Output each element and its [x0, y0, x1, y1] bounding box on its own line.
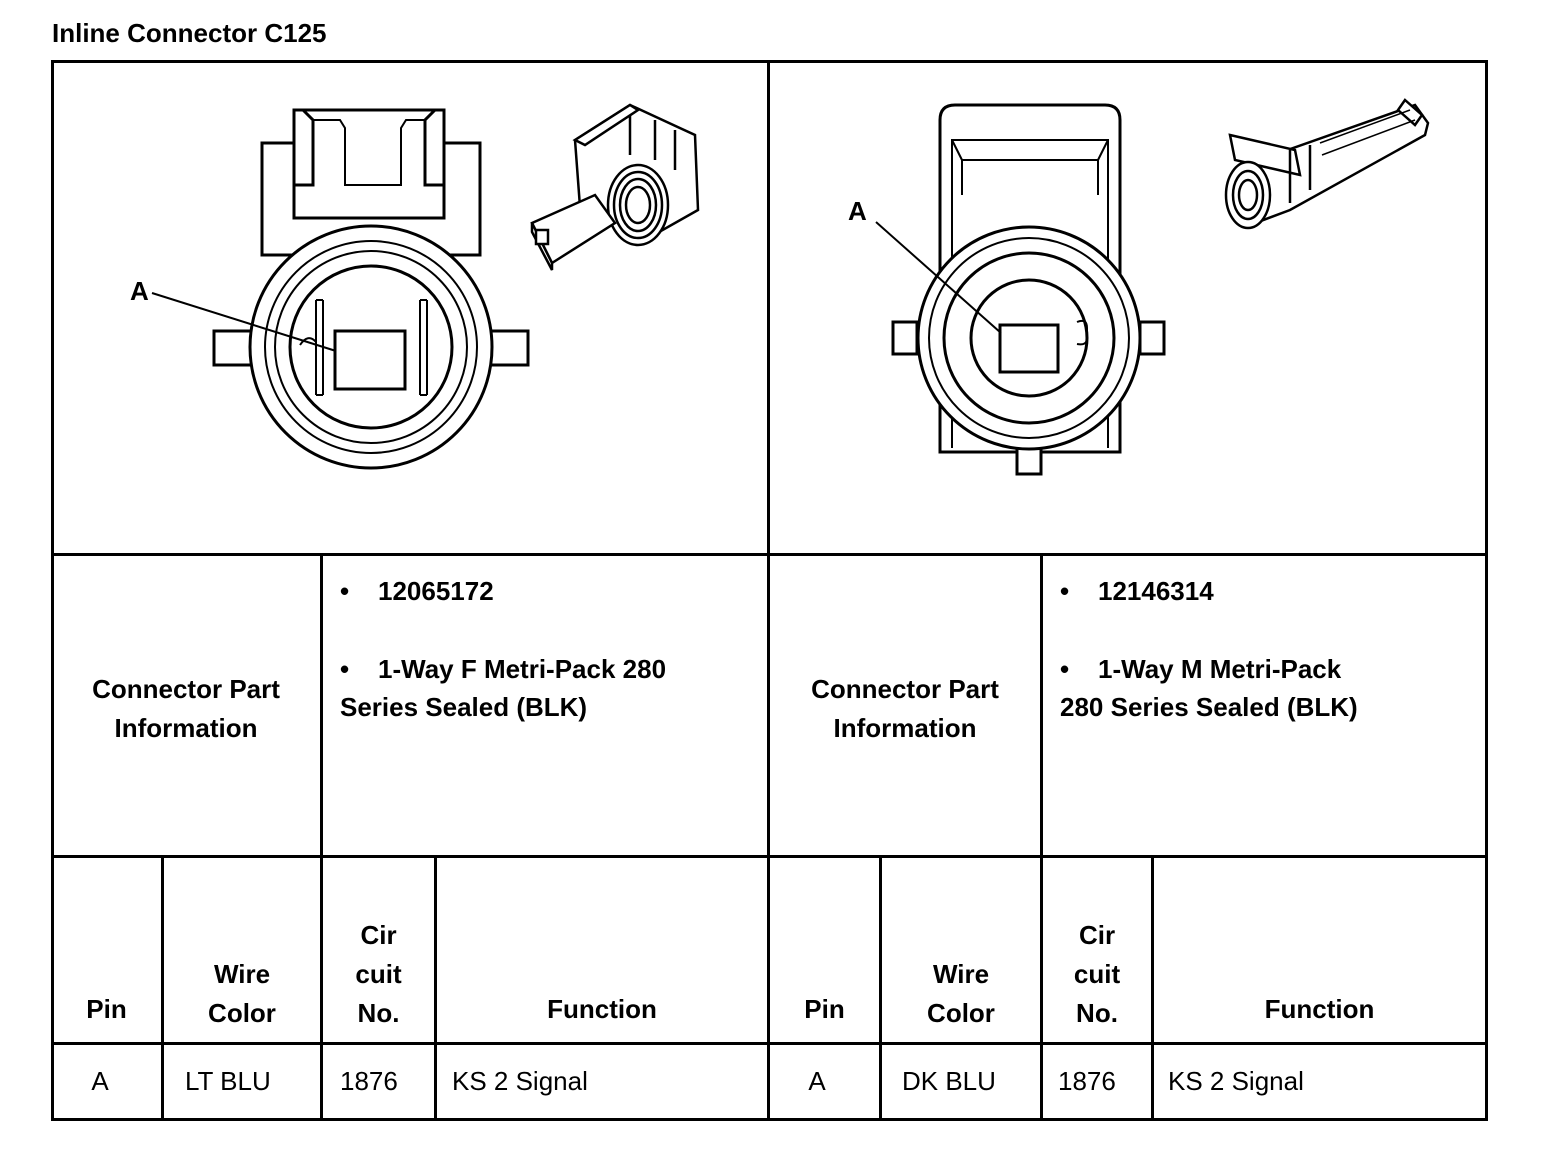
table-border-left: [51, 60, 54, 1121]
right-header-pin: Pin: [804, 994, 845, 1024]
page-title: Inline Connector C125: [52, 18, 327, 48]
left-header-circuit: Cir cuit No.: [323, 916, 434, 1033]
left-description-line2: Series Sealed (BLK): [340, 692, 588, 722]
left-header-function: Function: [547, 994, 657, 1024]
right-description-line2: 280 Series Sealed (BLK): [1060, 692, 1358, 722]
right-header-wire-color: Wire Color: [882, 955, 1040, 1033]
table-border-bottom: [52, 1118, 1488, 1121]
left-header-cir-line2: cuit: [355, 959, 402, 989]
right-col-divider-pin: [879, 855, 882, 1121]
left-info-label-line1: Connector Part: [92, 674, 280, 704]
left-part-number-item: • 12065172: [340, 572, 494, 610]
right-info-label-line2: Information: [833, 713, 977, 743]
right-header-function: Function: [1264, 994, 1375, 1024]
right-header-wire-line1: Wire: [932, 959, 990, 989]
left-row-circuit: 1876: [340, 1066, 398, 1096]
right-row-wire-color: DK BLU: [902, 1066, 996, 1096]
female-connector-face-drawing: [151, 108, 530, 470]
left-row-wire-color: LT BLU: [185, 1066, 271, 1096]
table-divider-center: [767, 60, 770, 1121]
table-divider-info: [52, 855, 1488, 858]
right-header-circuit: Cir cuit No.: [1043, 916, 1151, 1033]
left-col-divider-cir: [434, 855, 437, 1121]
left-col-divider-pin: [161, 855, 164, 1121]
right-header-cir-line3: No.: [1076, 998, 1118, 1028]
table-border-top: [52, 60, 1488, 63]
right-header-cir-line2: cuit: [1073, 959, 1121, 989]
left-info-label: Connector Part Information: [52, 670, 320, 748]
table-divider-images: [52, 553, 1488, 556]
bullet-glyph: •: [340, 576, 350, 606]
left-callout-label: A: [130, 276, 149, 306]
right-description-item: • 1-Way M Metri-Pack 280 Series Sealed (…: [1060, 650, 1358, 726]
left-row-pin: A: [91, 1066, 109, 1096]
left-header-cir-line3: No.: [357, 998, 400, 1028]
right-header-wire-line2: Color: [927, 998, 995, 1028]
female-connector-3d-icon: [530, 103, 700, 271]
left-header-wire-color: Wire Color: [164, 955, 320, 1033]
left-header-wire-line2: Color: [208, 998, 276, 1028]
left-info-divider: [320, 553, 323, 1121]
left-info-label-line2: Information: [114, 713, 258, 743]
table-divider-header: [52, 1042, 1488, 1045]
right-info-label: Connector Part Information: [770, 670, 1040, 748]
right-row-circuit: 1876: [1058, 1066, 1116, 1096]
male-connector-face-drawing: [875, 103, 1166, 476]
bullet-glyph: •: [1060, 654, 1070, 684]
table-border-right: [1485, 60, 1488, 1121]
male-connector-3d-icon: [1224, 98, 1430, 230]
left-description-item: • 1-Way F Metri-Pack 280 Series Sealed (…: [340, 650, 666, 726]
bullet-glyph: •: [340, 654, 350, 684]
right-part-number: 12146314: [1098, 576, 1214, 606]
right-col-divider-cir: [1151, 855, 1154, 1121]
left-description-line1: 1-Way F Metri-Pack 280: [378, 654, 667, 684]
right-info-label-line1: Connector Part: [811, 674, 999, 704]
right-info-divider: [1040, 553, 1043, 1121]
left-header-cir-line1: Cir: [360, 920, 397, 950]
left-part-number: 12065172: [378, 576, 494, 606]
right-callout-label: A: [848, 196, 867, 226]
bullet-glyph: •: [1060, 576, 1070, 606]
left-row-function: KS 2 Signal: [452, 1066, 588, 1096]
right-row-pin: A: [808, 1066, 826, 1096]
right-row-function: KS 2 Signal: [1168, 1066, 1304, 1096]
left-header-wire-line1: Wire: [213, 959, 271, 989]
right-header-cir-line1: Cir: [1078, 920, 1116, 950]
right-part-number-item: • 12146314: [1060, 572, 1214, 610]
right-description-line1: 1-Way M Metri-Pack: [1098, 654, 1342, 684]
left-header-pin: Pin: [86, 994, 127, 1024]
